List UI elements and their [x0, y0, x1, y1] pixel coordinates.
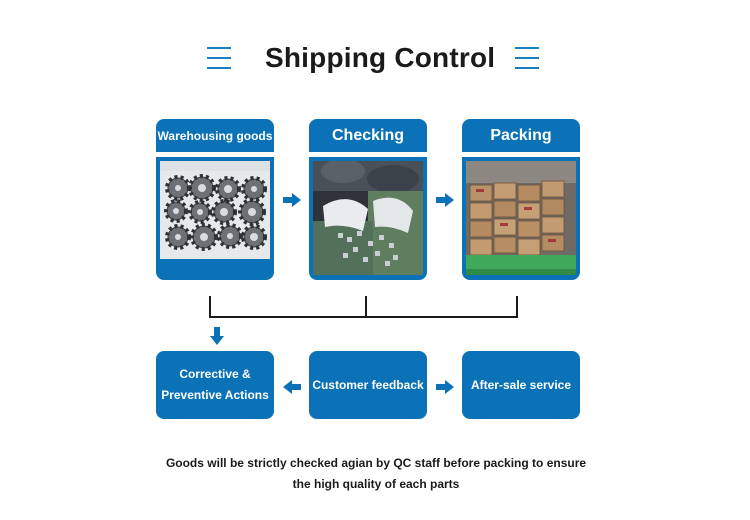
inspection-image — [313, 161, 423, 275]
corrective-actions-box: Corrective & Preventive Actions — [156, 351, 274, 419]
page-title: Shipping Control — [265, 42, 496, 73]
connector-line — [209, 296, 211, 318]
gears-illustration — [160, 161, 270, 275]
step-card-checking: Checking — [309, 119, 427, 280]
boxes-illustration — [466, 161, 576, 275]
divider — [309, 152, 427, 157]
after-sale-service-box: After-sale service — [462, 351, 580, 419]
sintered-gears-image — [160, 161, 270, 275]
step-card-warehousing: Warehousing goods — [156, 119, 274, 280]
inspection-illustration — [313, 161, 423, 275]
title-row: Shipping Control — [0, 40, 750, 80]
step-label: Checking — [331, 126, 404, 144]
arrow-left-icon — [283, 380, 301, 394]
caption-line: Goods will be strictly checked agian by … — [165, 456, 587, 470]
connector-line — [209, 316, 518, 318]
caption-line: the high quality of each parts — [292, 477, 460, 491]
step-label: Packing — [490, 126, 552, 144]
arrow-down-icon — [210, 327, 224, 345]
divider — [156, 152, 274, 157]
arrow-right-icon — [436, 380, 454, 394]
customer-feedback-box: Customer feedback — [309, 351, 427, 419]
menu-icon — [207, 47, 231, 69]
divider — [462, 152, 580, 157]
connector-line — [516, 296, 518, 318]
step-card-packing: Packing — [462, 119, 580, 280]
caption: Goods will be strictly checked agian by … — [150, 453, 602, 495]
menu-icon — [515, 47, 539, 69]
arrow-right-icon — [283, 193, 301, 207]
packing-image — [466, 161, 576, 275]
step-label: Warehousing goods — [157, 128, 273, 143]
arrow-right-icon — [436, 193, 454, 207]
connector-line — [365, 296, 367, 318]
